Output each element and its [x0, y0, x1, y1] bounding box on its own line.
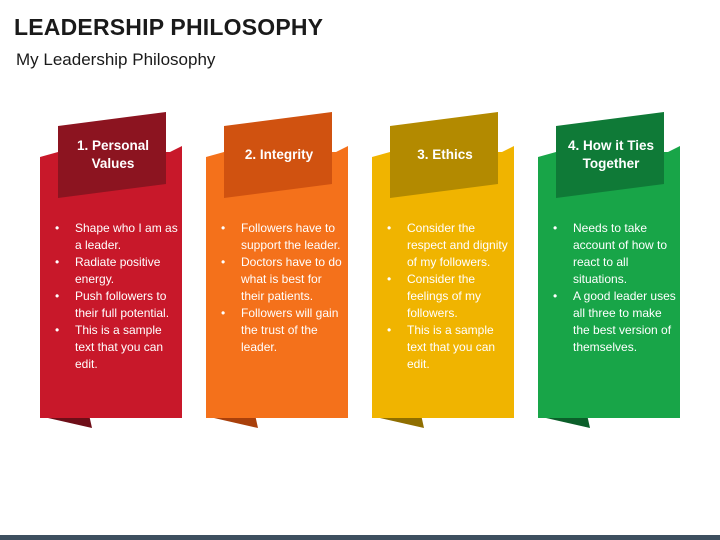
bullet-item: Followers have to support the leader. — [219, 220, 347, 254]
bullet-item: This is a sample text that you can edit. — [385, 322, 513, 373]
card-heading: 2. Integrity — [244, 147, 314, 162]
bullet-item: Radiate positive energy. — [53, 254, 181, 288]
card-heading-tab — [224, 112, 332, 198]
card-heading-tab — [556, 112, 664, 198]
bullet-item: Followers will gain the trust of the lea… — [219, 305, 347, 356]
card-heading: 1. Personal Values — [76, 138, 150, 171]
card-heading: 4. How it Ties Together — [567, 138, 655, 171]
bullet-item: Push followers to their full potential. — [53, 288, 181, 322]
bullet-item: Consider the feelings of my followers. — [385, 271, 513, 322]
card-heading-tab — [390, 112, 498, 198]
card-bullet-list: Consider the respect and dignity of my f… — [385, 220, 513, 373]
slide-title: LEADERSHIP PHILOSOPHY — [14, 14, 324, 40]
card-heading-tab — [58, 112, 166, 198]
slide-subtitle: My Leadership Philosophy — [16, 50, 216, 69]
bullet-item: This is a sample text that you can edit. — [53, 322, 181, 373]
bottom-bar — [0, 535, 720, 540]
card-4: 4. How it Ties TogetherNeeds to take acc… — [538, 112, 688, 432]
card-2: 2. IntegrityFollowers have to support th… — [206, 112, 356, 432]
bullet-item: Consider the respect and dignity of my f… — [385, 220, 513, 271]
card-heading: 3. Ethics — [417, 147, 473, 162]
bullet-item: Needs to take account of how to react to… — [551, 220, 679, 288]
card-3: 3. EthicsConsider the respect and dignit… — [372, 112, 522, 432]
card-bullet-list: Shape who I am as a leader.Radiate posit… — [53, 220, 181, 373]
bullet-item: Doctors have to do what is best for thei… — [219, 254, 347, 305]
bullet-item: A good leader uses all three to make the… — [551, 288, 679, 356]
bullet-item: Shape who I am as a leader. — [53, 220, 181, 254]
card-bullet-list: Needs to take account of how to react to… — [551, 220, 679, 356]
card-bullet-list: Followers have to support the leader.Doc… — [219, 220, 347, 356]
card-1: 1. Personal ValuesShape who I am as a le… — [40, 112, 190, 432]
